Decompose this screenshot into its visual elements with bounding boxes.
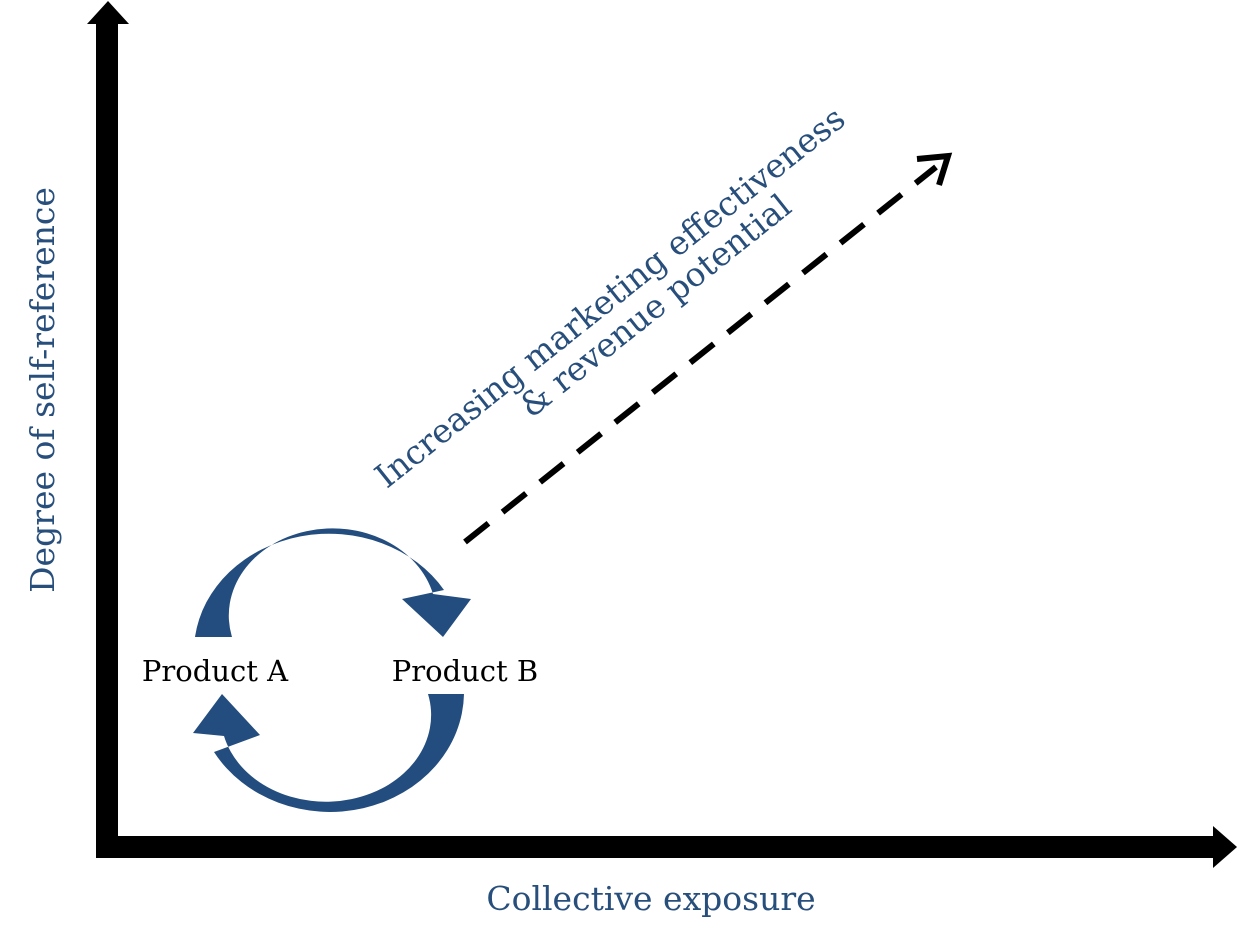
x-axis	[96, 826, 1237, 868]
cycle-arrow-bottom	[193, 694, 464, 812]
x-axis-arrowhead	[1213, 826, 1237, 868]
cycle-arrows	[193, 528, 471, 812]
x-axis-line	[96, 836, 1216, 858]
y-axis-line	[96, 22, 118, 858]
x-axis-label: Collective exposure	[486, 879, 815, 918]
y-axis-arrowhead	[87, 1, 129, 24]
trend-label: Increasing marketing effectiveness & rev…	[367, 99, 852, 496]
trend-label-line1: Increasing marketing effectiveness	[367, 99, 852, 496]
y-axis	[87, 1, 129, 858]
y-axis-label: Degree of self-reference	[23, 187, 62, 593]
trend-arrow-line	[463, 164, 938, 545]
cycle-arrow-top	[195, 528, 471, 637]
product-a-label: Product A	[142, 654, 289, 688]
product-b-label: Product B	[392, 654, 539, 688]
trend-arrow	[463, 152, 953, 545]
trend-arrowhead	[916, 152, 953, 186]
